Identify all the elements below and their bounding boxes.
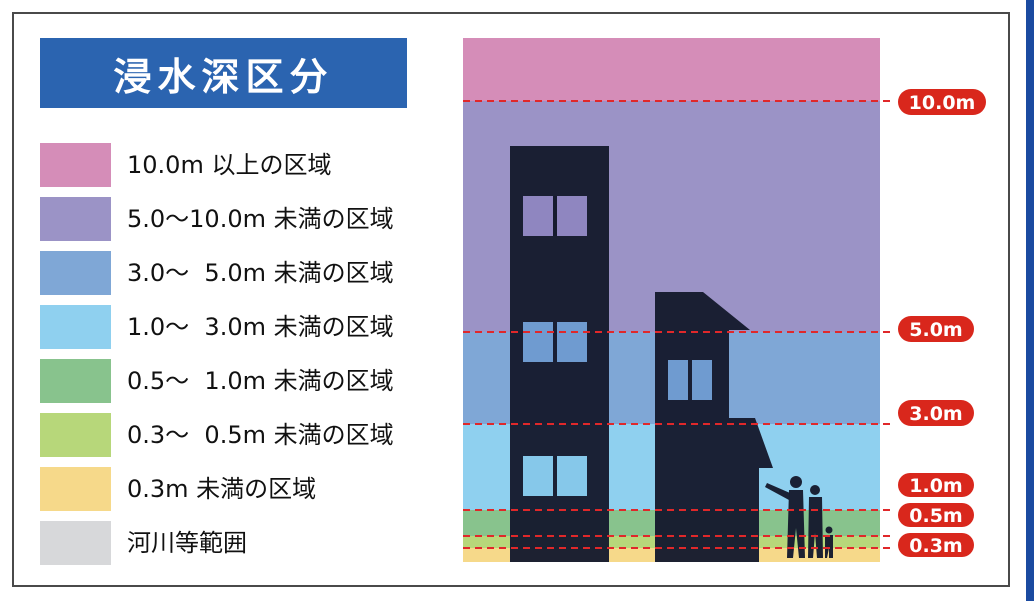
legend-label: 0.5～ 1.0m 未満の区域 [127, 367, 394, 395]
legend-item-1-3m: 1.0～ 3.0m 未満の区域 [40, 305, 460, 349]
house-lower [655, 418, 773, 562]
legend-label: 5.0～10.0m 未満の区域 [127, 205, 394, 233]
legend-swatch [40, 413, 111, 457]
legend-label: 1.0～ 3.0m 未満の区域 [127, 313, 394, 341]
legend-swatch [40, 305, 111, 349]
window [523, 196, 587, 236]
depth-badge-10m: 10.0m [898, 89, 986, 115]
legend-swatch [40, 467, 111, 511]
people-silhouette [765, 476, 833, 558]
legend-item-river-area: 河川等範囲 [40, 521, 460, 565]
edge-accent-bar [1026, 0, 1034, 601]
depth-badge-5m: 5.0m [898, 316, 974, 342]
legend-label: 10.0m 以上の区域 [127, 151, 332, 179]
legend-label: 0.3～ 0.5m 未満の区域 [127, 421, 394, 449]
window [523, 456, 587, 496]
flood-depth-diagram: 10.0m 5.0m 3.0m 1.0m 0.5m 0.3m [463, 38, 986, 562]
window [523, 322, 587, 362]
depth-badge-0.5m: 0.5m [898, 503, 974, 527]
depth-badge-3m: 3.0m [898, 400, 974, 426]
legend-item-10m-plus: 10.0m 以上の区域 [40, 143, 460, 187]
svg-text:0.5m: 0.5m [909, 505, 962, 527]
legend-label: 0.3m 未満の区域 [127, 475, 317, 503]
tall-building-silhouette [510, 146, 609, 562]
legend-item-under-0.3m: 0.3m 未満の区域 [40, 467, 460, 511]
legend-swatch [40, 251, 111, 295]
legend-swatch [40, 359, 111, 403]
svg-text:5.0m: 5.0m [909, 319, 962, 341]
legend-swatch [40, 197, 111, 241]
legend-swatch [40, 521, 111, 565]
band-10m-plus [463, 38, 880, 101]
depth-badge-1m: 1.0m [898, 473, 974, 497]
legend-item-0.5-1m: 0.5～ 1.0m 未満の区域 [40, 359, 460, 403]
svg-text:1.0m: 1.0m [909, 475, 962, 497]
legend-label: 河川等範囲 [127, 529, 247, 557]
legend-title: 浸水深区分 [40, 38, 407, 108]
svg-text:3.0m: 3.0m [909, 403, 962, 425]
svg-text:10.0m: 10.0m [909, 92, 976, 114]
legend-item-0.3-0.5m: 0.3～ 0.5m 未満の区域 [40, 413, 460, 457]
house-silhouette [655, 292, 773, 562]
legend-swatch [40, 143, 111, 187]
depth-badge-0.3m: 0.3m [898, 533, 974, 557]
legend-item-5-10m: 5.0～10.0m 未満の区域 [40, 197, 460, 241]
legend-item-3-5m: 3.0～ 5.0m 未満の区域 [40, 251, 460, 295]
window [668, 360, 712, 400]
legend-label: 3.0～ 5.0m 未満の区域 [127, 259, 394, 287]
svg-text:0.3m: 0.3m [909, 535, 962, 557]
